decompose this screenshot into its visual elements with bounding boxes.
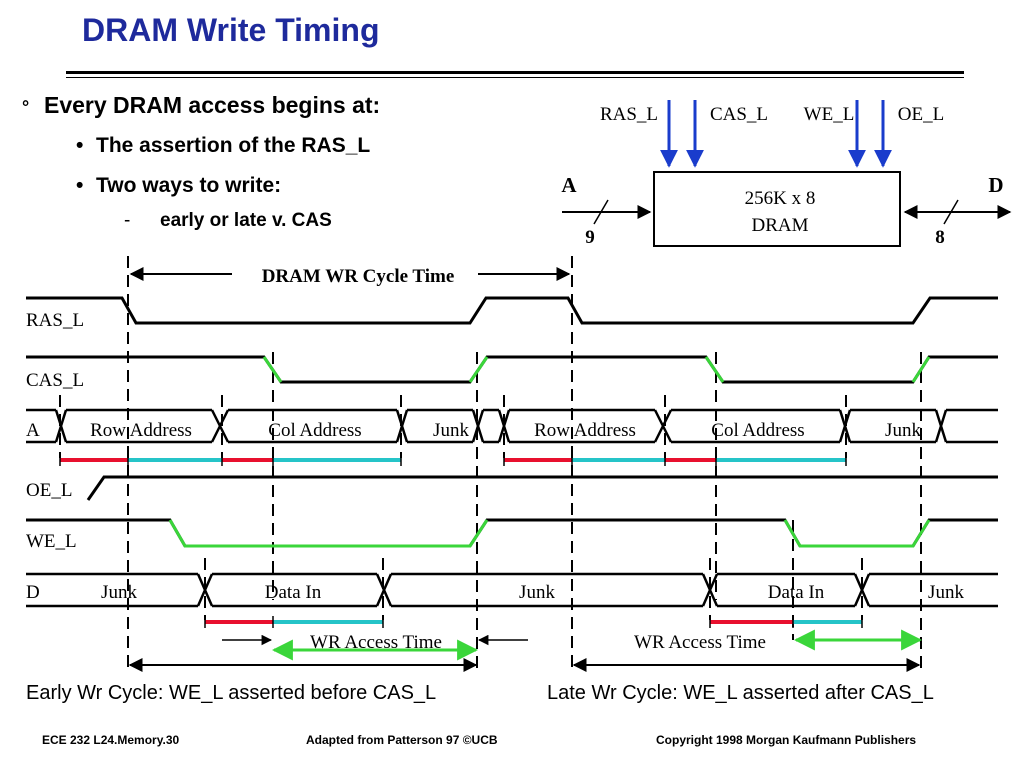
wr-access-label-2: WR Access Time	[634, 632, 766, 653]
bullet-marker: °	[22, 97, 30, 117]
signal-ras-label: RAS_L	[26, 310, 84, 331]
dram-box-line1: 256K x 8	[745, 188, 816, 209]
address-bus-slash	[593, 199, 609, 225]
cycle-time-label: DRAM WR Cycle Time	[262, 266, 455, 287]
we-active-2	[783, 519, 931, 548]
signal-d-label: D	[26, 582, 40, 603]
d-field-junk-1: Junk	[101, 582, 137, 603]
d-field-junk-2: Junk	[519, 582, 555, 603]
dram-box-line2: DRAM	[751, 215, 808, 236]
bullet-sub-marker: •	[76, 174, 84, 197]
signal-we-label: WE_L	[26, 531, 77, 552]
bullet-sub-2-text: Two ways to write:	[96, 174, 282, 197]
signal-oe-label: OE_L	[26, 480, 72, 501]
bullet-subsub-1: - early or late v. CAS	[124, 210, 332, 232]
a-field-row-1: Row Address	[90, 420, 192, 441]
a-field-col-1: Col Address	[268, 420, 361, 441]
bullet-main: ° Every DRAM access begins at:	[22, 92, 380, 119]
wr-access-label-1: WR Access Time	[310, 632, 442, 653]
we-active-1	[168, 519, 489, 548]
cas-rise-1	[468, 356, 489, 383]
data-port-label: D	[988, 173, 1003, 197]
footer-center: Adapted from Patterson 97 ©UCB	[306, 733, 498, 747]
ctrl-oe-label: OE_L	[898, 104, 944, 125]
ctrl-ras-label: RAS_L	[600, 104, 658, 125]
signal-a-label: A	[26, 420, 40, 441]
data-width: 8	[935, 227, 945, 248]
footer-left: ECE 232 L24.Memory.30	[42, 733, 180, 747]
data-bus-slash	[943, 199, 959, 225]
bullet-sub-1-text: The assertion of the RAS_L	[96, 134, 371, 157]
ras-waveform	[26, 296, 998, 325]
title-rule-thin	[66, 77, 964, 78]
d-field-data-2: Data In	[768, 582, 825, 603]
ctrl-we-label: WE_L	[804, 104, 855, 125]
caption-late: Late Wr Cycle: WE_L asserted after CAS_L	[547, 682, 934, 704]
slide-title: DRAM Write Timing	[82, 12, 380, 48]
bullet-main-text: Every DRAM access begins at:	[44, 92, 381, 118]
cas-fall-2	[704, 356, 725, 383]
a-field-col-2: Col Address	[711, 420, 804, 441]
bullet-sub-marker: •	[76, 134, 84, 157]
signal-cas-label: CAS_L	[26, 370, 84, 391]
footer-right: Copyright 1998 Morgan Kaufmann Publisher…	[656, 733, 917, 747]
bullet-sub-2: • Two ways to write:	[76, 174, 281, 198]
a-field-junk-2: Junk	[885, 420, 921, 441]
oe-waveform	[86, 475, 998, 501]
bullet-subsub-marker: -	[124, 210, 131, 231]
address-width: 9	[585, 227, 595, 248]
address-port-label: A	[561, 173, 577, 197]
ctrl-cas-label: CAS_L	[710, 104, 768, 125]
title-rule-thick	[66, 71, 964, 74]
caption-early: Early Wr Cycle: WE_L asserted before CAS…	[26, 682, 437, 704]
cas-rise-2	[911, 356, 931, 383]
cas-waveform	[26, 355, 998, 384]
address-bus	[26, 408, 998, 444]
d-field-data-1: Data In	[265, 582, 322, 603]
bullet-sub-1: • The assertion of the RAS_L	[76, 134, 370, 158]
dram-box	[653, 171, 901, 247]
bullet-subsub-1-text: early or late v. CAS	[160, 210, 332, 231]
data-bus	[26, 572, 998, 608]
cas-fall-1	[262, 356, 283, 383]
d-field-junk-3: Junk	[928, 582, 964, 603]
a-field-junk-1: Junk	[433, 420, 469, 441]
a-field-row-2: Row Address	[534, 420, 636, 441]
